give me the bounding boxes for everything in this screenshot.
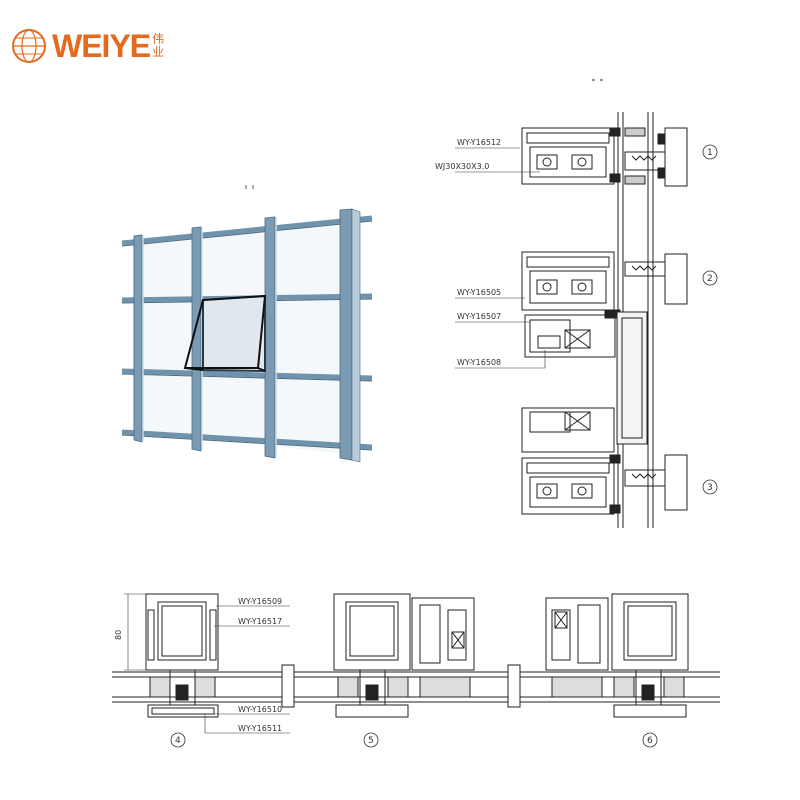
section-marker-5 xyxy=(363,732,379,748)
label-wy-y16517: WY-Y16517 xyxy=(238,617,282,626)
section-1-leaders xyxy=(455,147,540,173)
label-wy-y16507: WY-Y16507 xyxy=(457,312,501,321)
section-2-detail xyxy=(521,251,688,445)
brand-name: WEIYE xyxy=(52,27,151,64)
dimension-80: 80 xyxy=(114,630,123,640)
label-wy-y16508: WY-Y16508 xyxy=(457,358,501,367)
horizontal-section-glass xyxy=(112,664,720,708)
section-number-3: 3 xyxy=(707,483,713,493)
label-wy-y16512: WY-Y16512 xyxy=(457,138,501,147)
section-number-2: 2 xyxy=(707,274,713,284)
section-6-detail xyxy=(545,593,689,718)
section-4-leaders xyxy=(204,605,290,734)
globe-icon xyxy=(12,29,46,63)
brand-cn-1: 伟 xyxy=(152,32,165,46)
section-1-detail xyxy=(521,127,688,187)
section-number-5: 5 xyxy=(368,736,374,746)
curtain-wall-3d-view xyxy=(121,185,373,463)
section-number-1: 1 xyxy=(707,148,713,158)
section-marker-4 xyxy=(170,732,186,748)
section-4-dimension xyxy=(124,593,146,671)
brand-cn-2: 业 xyxy=(152,45,165,59)
label-wy-y16510: WY-Y16510 xyxy=(238,705,282,714)
brand-logo: WEIYE 伟 业 xyxy=(10,26,164,66)
brand-chinese: 伟 业 xyxy=(152,33,164,59)
section-marker-2 xyxy=(702,270,718,286)
section-2-leaders xyxy=(455,297,546,369)
section-marker-6 xyxy=(642,732,658,748)
label-wj30x30x3: WJ30X30X3.0 xyxy=(435,162,489,171)
section-4-detail xyxy=(145,593,219,718)
label-wy-y16509: WY-Y16509 xyxy=(238,597,282,606)
section-marker-3 xyxy=(702,479,718,495)
section-3-detail xyxy=(521,407,688,515)
section-number-6: 6 xyxy=(647,736,653,746)
section-5-detail xyxy=(333,593,475,718)
label-wy-y16511: WY-Y16511 xyxy=(238,724,282,733)
section-marker-1 xyxy=(702,144,718,160)
section-number-4: 4 xyxy=(175,736,181,746)
label-wy-y16505: WY-Y16505 xyxy=(457,288,501,297)
